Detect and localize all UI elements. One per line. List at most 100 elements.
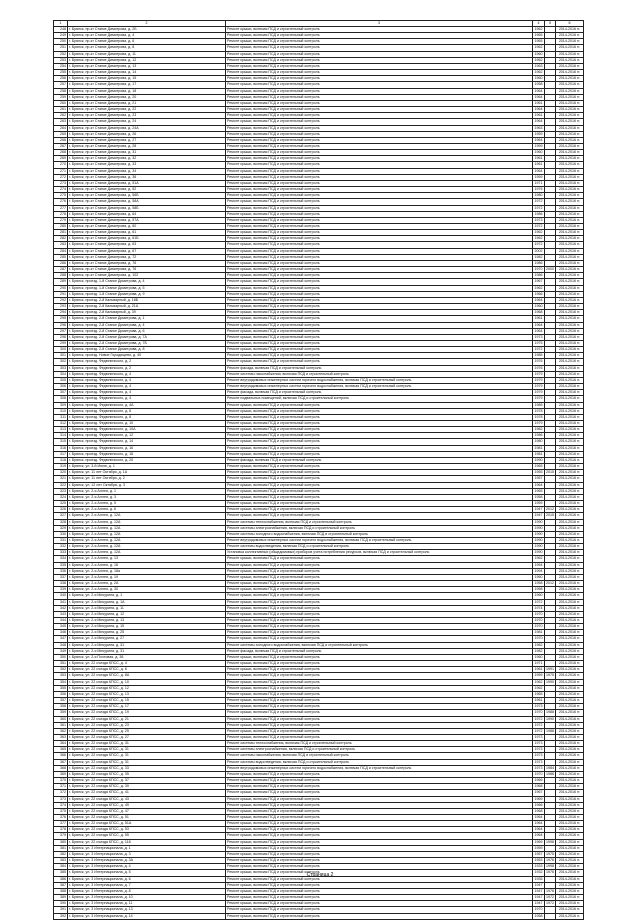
row-period: 2014-2016 гг.: [555, 456, 584, 465]
row-period: 2014-2016 гг.: [555, 857, 584, 865]
row-period: 2014-2016 гг.: [555, 580, 584, 588]
row-period: 2014-2016 гг.: [555, 481, 584, 489]
row-period: 2014-2016 гг.: [555, 259, 584, 268]
row-period: 2014-2016 гг.: [555, 327, 584, 335]
row-year-repair: 1991: [544, 666, 556, 674]
row-year-repair: 1972: [544, 900, 556, 908]
row-year-repair: 1975: [544, 672, 556, 680]
row-period: 2014-2016 гг.: [555, 543, 584, 551]
row-period: 2014-2016 гг.: [555, 370, 584, 378]
row-period: 2014-2016 гг.: [555, 346, 584, 354]
row-period: 2014-2016 гг.: [555, 789, 584, 797]
row-year-repair: 1998: [544, 863, 556, 871]
row-year-repair: 1976: [544, 887, 556, 896]
row-year-repair: 2000: [544, 266, 556, 274]
row-period: 2014-2016 гг.: [555, 69, 584, 77]
row-period: 2014-2016 гг.: [555, 62, 584, 71]
row-period: 2014-2016 гг.: [555, 703, 584, 711]
row-period: 2014-2016 гг.: [555, 419, 584, 428]
row-period: 2014-2016 гг.: [555, 278, 584, 286]
row-period: 2014-2016 гг.: [555, 709, 584, 717]
row-period: 2014-2016 гг.: [555, 653, 584, 662]
row-period: 2014-2016 гг.: [555, 844, 584, 852]
row-period: 2014-2016 гг.: [555, 309, 584, 317]
row-period: 2014-2016 гг.: [555, 358, 584, 366]
row-period: 2014-2016 гг.: [555, 25, 584, 34]
row-period: 2014-2016 гг.: [555, 167, 584, 175]
row-period: 2014-2016 гг.: [555, 881, 584, 889]
row-period: 2014-2016 гг.: [555, 339, 584, 348]
row-period: 2014-2016 гг.: [555, 530, 584, 538]
row-period: 2014-2016 гг.: [555, 50, 584, 58]
row-period: 2014-2016 гг.: [555, 524, 584, 532]
row-year-repair: 2015: [544, 512, 556, 520]
row-period: 2014-2016 гг.: [555, 567, 584, 575]
row-period: 2014-2016 гг.: [555, 684, 584, 692]
row-period: 2014-2016 гг.: [555, 610, 584, 619]
row-period: 2014-2016 гг.: [555, 389, 584, 397]
row-number: 392: [53, 912, 68, 920]
row-period: 2014-2016 гг.: [555, 863, 584, 871]
row-period: 2014-2016 гг.: [555, 44, 584, 52]
row-period: 2014-2016 гг.: [555, 512, 584, 520]
row-period: 2014-2016 гг.: [555, 333, 584, 341]
row-period: 2014-2016 гг.: [555, 635, 584, 643]
row-period: 2014-2016 гг.: [555, 777, 584, 785]
row-period: 2014-2016 гг.: [555, 807, 584, 816]
row-year-repair: 1988: [544, 709, 556, 717]
row-period: 2014-2016 гг.: [555, 721, 584, 729]
row-period: 2014-2016 гг.: [555, 629, 584, 637]
row-period: 2014-2016 гг.: [555, 142, 584, 151]
row-year-repair: 1986: [544, 770, 556, 779]
row-period: 2014-2016 гг.: [555, 136, 584, 144]
row-period: 2014-2016 гг.: [555, 487, 584, 495]
row-period: 2014-2016 гг.: [555, 401, 584, 409]
row-period: 2014-2016 гг.: [555, 869, 584, 877]
row-period: 2014-2016 гг.: [555, 906, 584, 914]
row-period: 2014-2016 гг.: [555, 229, 584, 237]
row-period: 2014-2016 гг.: [555, 813, 584, 822]
row-year-repair: 1990: [544, 678, 556, 686]
row-period: 2014-2016 гг.: [555, 770, 584, 779]
row-period: 2014-2016 гг.: [555, 87, 584, 95]
row-period: 2014-2016 гг.: [555, 112, 584, 120]
row-period: 2014-2016 гг.: [555, 296, 584, 305]
row-period: 2014-2016 гг.: [555, 746, 584, 754]
row-period: 2014-2016 гг.: [555, 149, 584, 157]
row-period: 2014-2016 гг.: [555, 352, 584, 360]
row-year-repair: 1972: [544, 894, 556, 902]
row-period: 2014-2016 гг.: [555, 216, 584, 225]
row-period: 2014-2016 гг.: [555, 130, 584, 138]
